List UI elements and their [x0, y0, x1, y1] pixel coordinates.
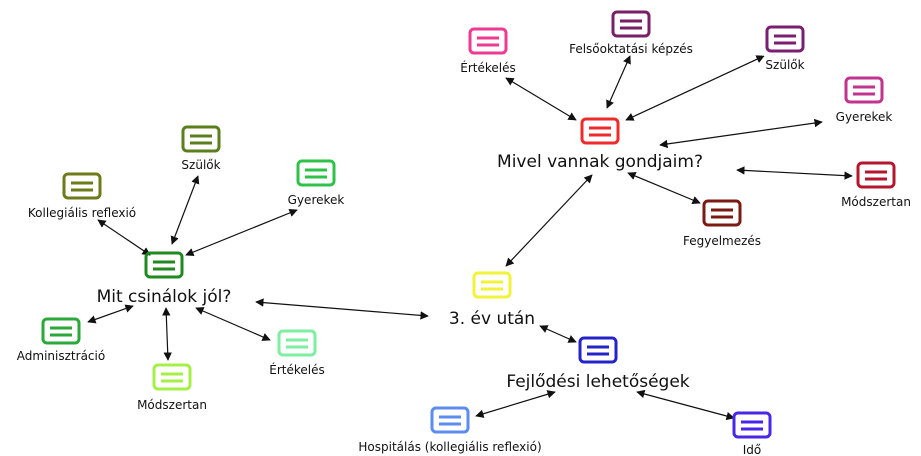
- node-ertekeles-left-label: Értékelés: [269, 362, 324, 377]
- edge-mit-center: [255, 298, 429, 320]
- node-ertekeles-top-label: Értékelés: [460, 60, 515, 75]
- node-mit[interactable]: Mit csinálok jól?: [97, 251, 232, 307]
- node-hospitalas-label: Hospitálás (kollegiális reflexió): [358, 440, 541, 454]
- node-adminisztracio-icon: [41, 317, 81, 345]
- node-ido-icon: [732, 411, 772, 439]
- node-modszertan-left-label: Módszertan: [137, 398, 207, 412]
- node-fegyelmezes-icon: [702, 199, 742, 227]
- node-mit-icon: [144, 251, 184, 279]
- node-center[interactable]: 3. év után: [449, 271, 535, 329]
- edge-fejlodesi-ido: [636, 389, 735, 421]
- node-gyerekek-right-label: Gyerekek: [836, 110, 893, 124]
- edge-mit-szulok: [170, 175, 200, 245]
- node-kollegialis-icon: [62, 172, 102, 200]
- node-fegyelmezes[interactable]: Fegyelmezés: [683, 199, 761, 248]
- edge-mit-adminisztracio: [87, 304, 134, 324]
- node-modszertan-right[interactable]: Módszertan: [841, 161, 911, 209]
- node-szulok-top[interactable]: Szülők: [765, 25, 805, 72]
- edge-center-mivel: [505, 174, 593, 267]
- node-gyerekek-left[interactable]: Gyerekek: [288, 159, 345, 207]
- edge-fejlodesi-hospitalas: [475, 390, 556, 418]
- edge-mivel-fegyelmezes: [627, 172, 701, 204]
- node-ertekeles-left-icon: [277, 329, 317, 357]
- node-mivel[interactable]: Mivel vannak gondjaim?: [497, 117, 703, 172]
- node-hospitalas[interactable]: Hospitálás (kollegiális reflexió): [358, 406, 542, 454]
- node-mivel-icon: [580, 117, 620, 145]
- node-ido-label: Idő: [743, 443, 762, 456]
- node-center-label: 3. év után: [449, 309, 535, 329]
- node-modszertan-left[interactable]: Módszertan: [137, 363, 207, 412]
- edge-mivel-felsooktatasi: [606, 55, 631, 109]
- connector-lines: [87, 55, 853, 421]
- node-mivel-label: Mivel vannak gondjaim?: [497, 152, 703, 172]
- node-szulok-left-icon: [181, 125, 221, 153]
- node-kollegialis[interactable]: Kollegiális reflexió: [28, 172, 136, 220]
- edge-mivel-szulok: [625, 55, 765, 121]
- node-szulok-top-icon: [765, 25, 805, 53]
- node-modszertan-right-label: Módszertan: [841, 195, 911, 209]
- node-fejlodesi[interactable]: Fejlődési lehetőségek: [506, 336, 690, 392]
- node-ertekeles-left[interactable]: Értékelés: [269, 329, 325, 377]
- node-gyerekek-left-label: Gyerekek: [288, 193, 345, 207]
- node-ertekeles-top-icon: [468, 27, 508, 55]
- node-felsooktatasi[interactable]: Felsőoktatási képzés: [569, 10, 693, 56]
- node-felsooktatasi-icon: [611, 10, 651, 38]
- node-modszertan-right-icon: [856, 161, 896, 189]
- node-fejlodesi-icon: [578, 336, 618, 364]
- edge-mit-kollegialis: [97, 219, 151, 256]
- edge-center-fejlodesi: [539, 325, 577, 343]
- edge-mit-gyerekek: [185, 208, 298, 257]
- edge-mivel-modszertan: [736, 166, 853, 180]
- edge-mivel-ertekeles: [505, 77, 577, 121]
- node-center-icon: [472, 271, 512, 299]
- node-szulok-top-label: Szülők: [765, 58, 804, 72]
- node-szulok-left-label: Szülők: [181, 158, 220, 172]
- node-fegyelmezes-label: Fegyelmezés: [683, 234, 761, 248]
- node-adminisztracio-label: Adminisztráció: [17, 349, 105, 363]
- node-adminisztracio[interactable]: Adminisztráció: [17, 317, 105, 363]
- node-gyerekek-right-icon: [844, 76, 884, 104]
- node-felsooktatasi-label: Felsőoktatási képzés: [569, 42, 693, 56]
- edge-mit-ertekeles: [195, 307, 271, 341]
- node-modszertan-left-icon: [152, 363, 192, 391]
- edge-mivel-gyerekek: [659, 118, 823, 149]
- node-szulok-left[interactable]: Szülők: [181, 125, 221, 172]
- node-hospitalas-icon: [430, 406, 470, 434]
- node-gyerekek-right[interactable]: Gyerekek: [836, 76, 893, 124]
- node-kollegialis-label: Kollegiális reflexió: [28, 206, 136, 220]
- node-fejlodesi-label: Fejlődési lehetőségek: [506, 372, 689, 392]
- node-gyerekek-left-icon: [296, 159, 336, 187]
- edge-mit-modszertan: [162, 307, 172, 361]
- node-mit-label: Mit csinálok jól?: [97, 287, 232, 307]
- node-ido[interactable]: Idő: [732, 411, 772, 456]
- node-ertekeles-top[interactable]: Értékelés: [460, 27, 516, 75]
